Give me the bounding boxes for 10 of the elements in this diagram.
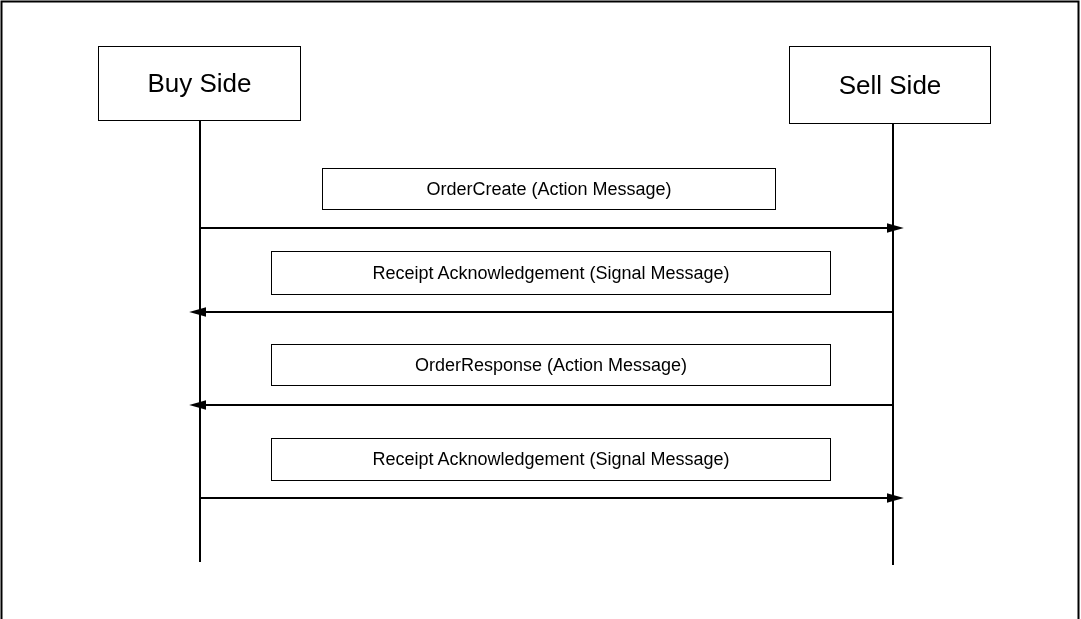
message-label-box: Receipt Acknowledgement (Signal Message) [271,251,831,295]
participant-box: Sell Side [789,46,991,124]
message-label-box: OrderResponse (Action Message) [271,344,831,386]
participant-box: Buy Side [98,46,301,121]
message-label-box: Receipt Acknowledgement (Signal Message) [271,438,831,481]
message-label-box: OrderCreate (Action Message) [322,168,776,210]
message-arrow [199,493,904,503]
message-arrow [199,223,904,233]
message-arrow [189,307,894,317]
message-arrow [189,400,894,410]
